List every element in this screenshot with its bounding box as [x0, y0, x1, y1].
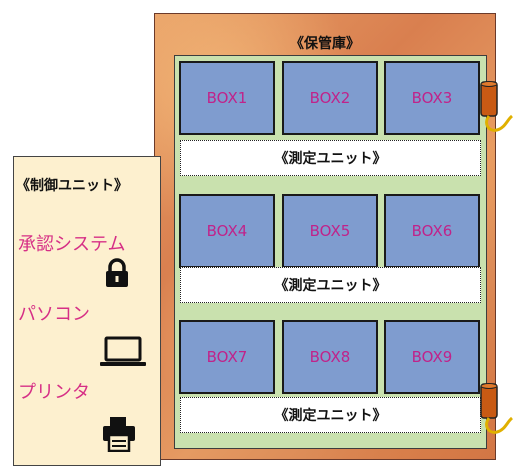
sensor-icon	[480, 383, 513, 434]
pc-label: パソコン	[18, 304, 90, 325]
sensor-icon	[480, 81, 513, 132]
box-9: BOX9	[384, 320, 480, 394]
printer-label: プリンタ	[18, 382, 90, 403]
approval-system-label: 承認システム	[18, 234, 126, 255]
measurement-unit-1: 《測定ユニット》	[180, 140, 481, 176]
printer-icon	[103, 417, 135, 452]
measurement-unit-2: 《測定ユニット》	[180, 267, 481, 303]
box-2: BOX2	[282, 61, 378, 135]
box-7: BOX7	[179, 320, 275, 394]
box-1: BOX1	[179, 61, 275, 135]
box-5: BOX5	[282, 194, 378, 268]
box-4: BOX4	[179, 194, 275, 268]
measurement-unit-3: 《測定ユニット》	[180, 397, 481, 433]
control-unit-panel	[13, 156, 161, 466]
box-8: BOX8	[282, 320, 378, 394]
vault-title: 《保管庫》	[290, 36, 360, 52]
lock-icon	[106, 258, 128, 287]
laptop-icon	[100, 336, 146, 366]
box-3: BOX3	[384, 61, 480, 135]
control-unit-title: 《制御ユニット》	[16, 178, 128, 194]
box-6: BOX6	[384, 194, 480, 268]
